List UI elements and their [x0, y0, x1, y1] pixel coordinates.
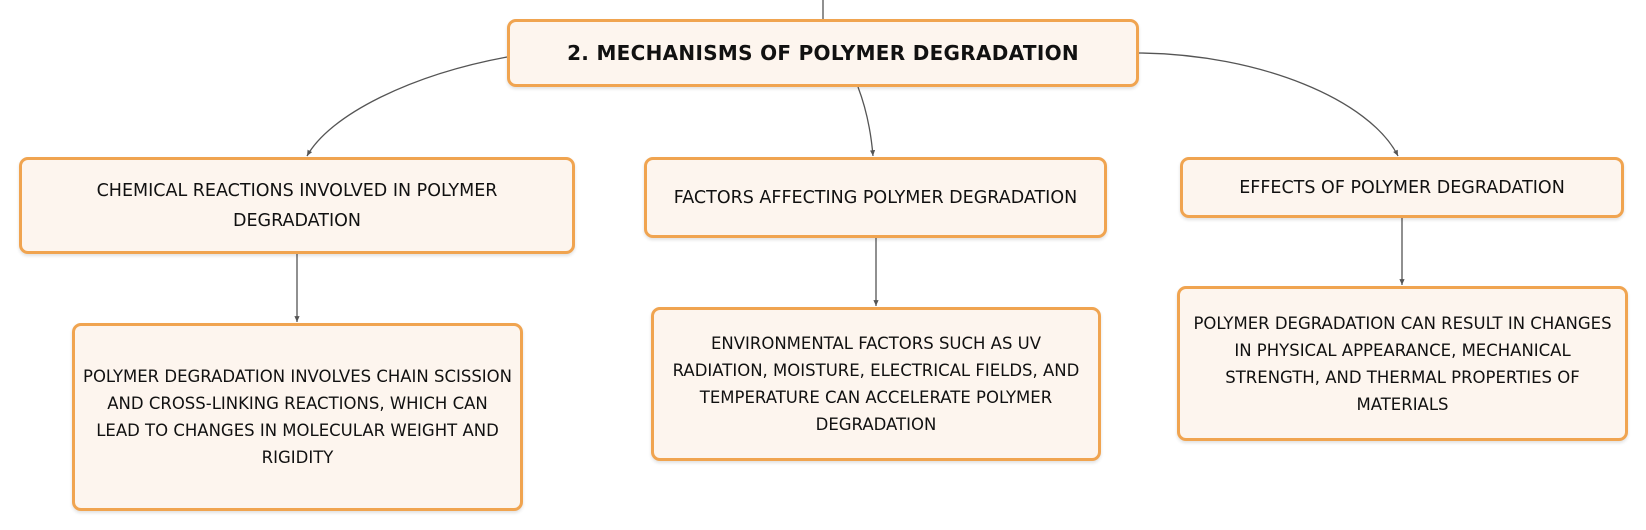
branch-node-effects[interactable]: EFFECTS OF POLYMER DEGRADATION: [1180, 157, 1624, 218]
detail-node-effects[interactable]: POLYMER DEGRADATION CAN RESULT IN CHANGE…: [1177, 286, 1628, 441]
branch-node-label: EFFECTS OF POLYMER DEGRADATION: [1239, 177, 1565, 198]
root-node-label: 2. MECHANISMS OF POLYMER DEGRADATION: [567, 41, 1079, 65]
detail-node-text: ENVIRONMENTAL FACTORS SUCH AS UV RADIATI…: [672, 334, 1080, 434]
detail-node-text: POLYMER DEGRADATION INVOLVES CHAIN SCISS…: [83, 367, 513, 467]
connector-root-to-effects: [1138, 52, 1399, 157]
branch-node-label: CHEMICAL REACTIONS INVOLVED IN POLYMER D…: [96, 180, 498, 231]
root-node[interactable]: 2. MECHANISMS OF POLYMER DEGRADATION: [507, 19, 1139, 87]
branch-node-chemical-reactions[interactable]: CHEMICAL REACTIONS INVOLVED IN POLYMER D…: [19, 157, 575, 254]
detail-node-chemical-reactions[interactable]: POLYMER DEGRADATION INVOLVES CHAIN SCISS…: [72, 323, 523, 511]
detail-node-text: POLYMER DEGRADATION CAN RESULT IN CHANGE…: [1193, 313, 1612, 414]
connector-root-to-factors: [857, 86, 876, 157]
branch-node-factors[interactable]: FACTORS AFFECTING POLYMER DEGRADATION: [644, 157, 1107, 238]
detail-node-factors[interactable]: ENVIRONMENTAL FACTORS SUCH AS UV RADIATI…: [651, 307, 1101, 461]
connector-root-to-chemical-reactions: [306, 56, 508, 157]
branch-node-label: FACTORS AFFECTING POLYMER DEGRADATION: [673, 187, 1078, 208]
